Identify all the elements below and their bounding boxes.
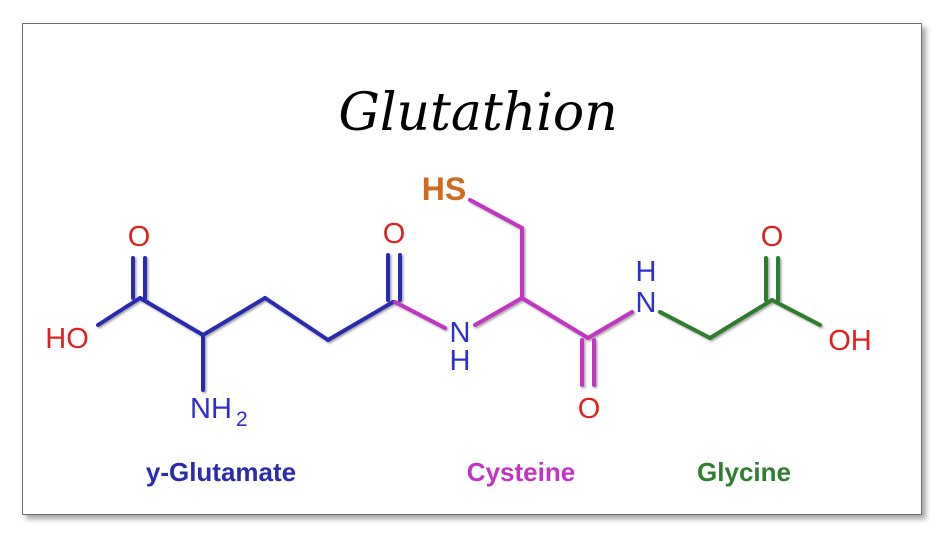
label-glutamate: y-Glutamate	[146, 457, 296, 487]
glu-bond-cb-cg	[263, 296, 330, 342]
glu-bond-c-calpha	[138, 296, 205, 337]
glycine-bonds	[658, 256, 822, 340]
glutamate-bonds	[96, 253, 402, 392]
title: Glutathion	[338, 83, 617, 143]
cys-bond-n-calpha	[473, 296, 524, 327]
diagram-frame	[22, 23, 922, 515]
glu-amino-subscript: 2	[236, 408, 248, 431]
cys-bond-c-n	[586, 310, 634, 340]
amide1-hydrogen: H	[450, 345, 471, 377]
cys-bond-cd-n	[393, 300, 447, 330]
cysteine-bonds	[393, 198, 634, 387]
amide1-nitrogen: N	[450, 317, 471, 349]
cys-carbonyl-oxygen: O	[578, 393, 601, 425]
glu-carbonyl-oxygen: O	[128, 221, 151, 253]
gly-hydroxyl: OH	[828, 325, 872, 357]
glu-hydroxyl: HO	[45, 323, 89, 355]
gly-carbonyl-oxygen: O	[761, 221, 784, 253]
amide1-oxygen: O	[383, 218, 406, 250]
cys-sulfhydryl-hs: HS	[422, 171, 466, 207]
cys-bond-calpha-c	[520, 296, 590, 340]
glu-amino-nh: NH	[190, 393, 232, 425]
gly-bond-c-oh	[770, 298, 822, 327]
amide2-nitrogen: N	[636, 287, 657, 319]
label-cysteine: Cysteine	[467, 457, 575, 487]
amide2-hydrogen: H	[636, 256, 657, 288]
cys-bond-cb-s	[468, 198, 524, 230]
glu-bond-ho-c	[96, 296, 142, 327]
gly-bond-calpha-c	[708, 298, 774, 340]
glu-bond-cg-cd	[326, 300, 395, 342]
gly-bond-n-calpha	[658, 310, 712, 340]
glu-bond-calpha-cb	[201, 296, 267, 337]
label-glycine: Glycine	[697, 457, 791, 487]
